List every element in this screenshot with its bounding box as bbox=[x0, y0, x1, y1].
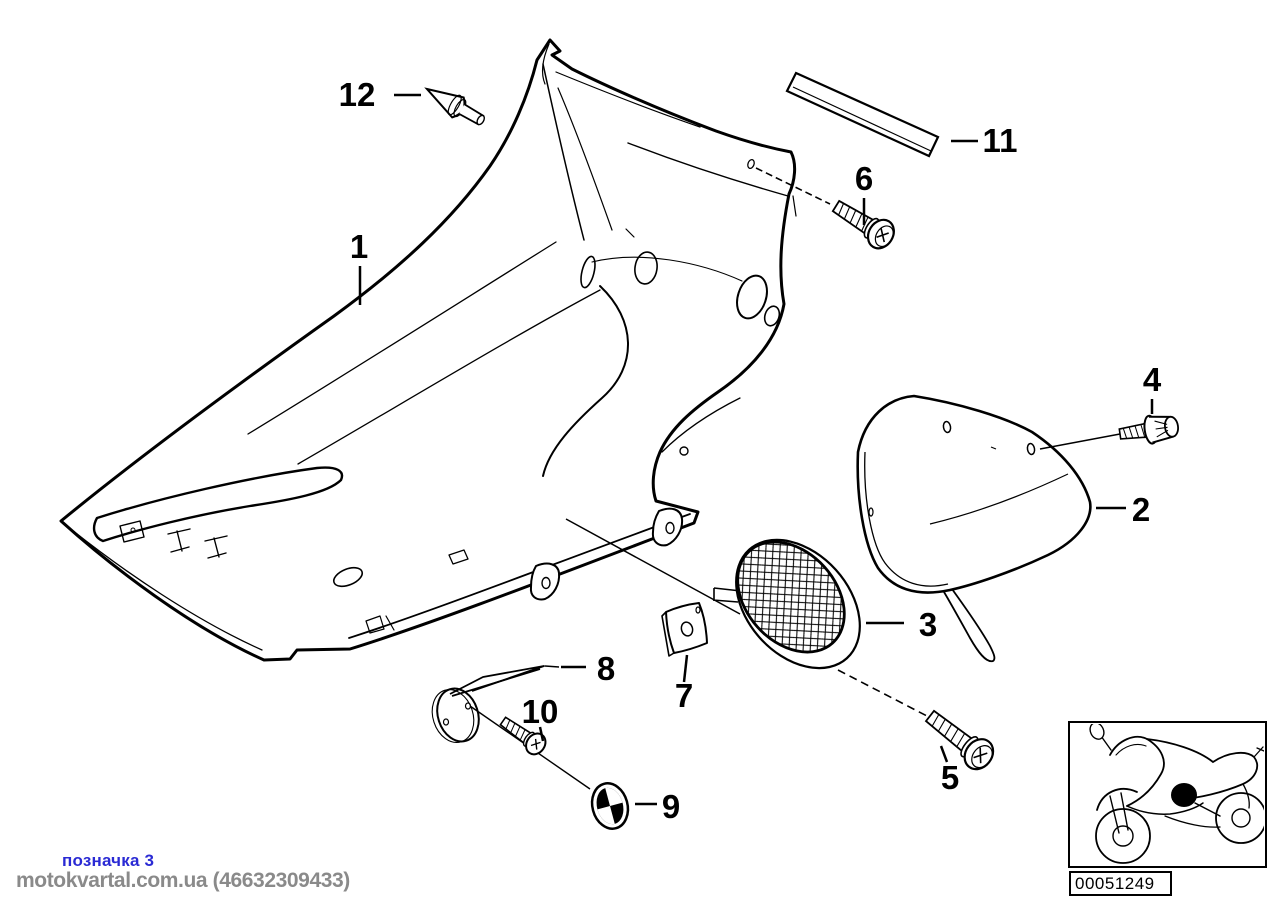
callout-label-1: 1 bbox=[350, 228, 368, 265]
screw-10-drawing bbox=[499, 716, 547, 756]
intake-grille-drawing bbox=[712, 538, 861, 670]
marker-link[interactable]: позначка 3 bbox=[62, 851, 155, 870]
knee-pad-panel-drawing bbox=[856, 394, 1092, 663]
callout-label-7: 7 bbox=[675, 677, 693, 714]
callout-label-3: 3 bbox=[919, 606, 937, 643]
callout-label-6: 6 bbox=[855, 160, 873, 197]
callout-label-2: 2 bbox=[1132, 491, 1150, 528]
callout-label-5: 5 bbox=[941, 759, 959, 796]
callout-line-7 bbox=[682, 654, 689, 683]
callout-label-11: 11 bbox=[983, 122, 1018, 159]
part-location-dot bbox=[1171, 783, 1197, 807]
protective-strip-drawing bbox=[785, 71, 940, 158]
screw-6-drawing bbox=[831, 199, 895, 250]
callout-label-4: 4 bbox=[1143, 361, 1162, 398]
callout-leader-lines bbox=[358, 93, 1154, 806]
screw-6-alignment-line bbox=[755, 167, 831, 205]
callout-label-8: 8 bbox=[597, 650, 615, 687]
watermark-text: motokvartal.com.ua (46632309433) bbox=[16, 869, 350, 892]
location-thumbnail bbox=[1068, 721, 1267, 868]
callout-label-10: 10 bbox=[522, 693, 559, 730]
grommet-drawing bbox=[424, 87, 485, 126]
rivet-4-drawing bbox=[1118, 414, 1179, 445]
callout-label-12: 12 bbox=[339, 76, 376, 113]
backing-plate-drawing bbox=[661, 602, 708, 657]
screw-5-alignment-line bbox=[837, 669, 928, 717]
alignment-line-grille bbox=[565, 518, 741, 615]
callout-line-5 bbox=[939, 745, 949, 763]
callout-line-10 bbox=[538, 726, 545, 742]
trim-disc-drawing bbox=[431, 665, 560, 743]
diagram-number-badge: 00051249 bbox=[1069, 871, 1172, 896]
screw-6-hole bbox=[747, 158, 755, 170]
motorcycle-icon bbox=[1089, 724, 1264, 864]
diagram-number-text: 00051249 bbox=[1075, 873, 1155, 893]
side-fairing-drawing bbox=[59, 38, 797, 662]
emblem-roundel-drawing bbox=[590, 782, 630, 830]
screw-5-drawing bbox=[924, 709, 995, 771]
callout-label-9: 9 bbox=[662, 788, 680, 825]
screw-4-alignment-line bbox=[1039, 433, 1121, 450]
